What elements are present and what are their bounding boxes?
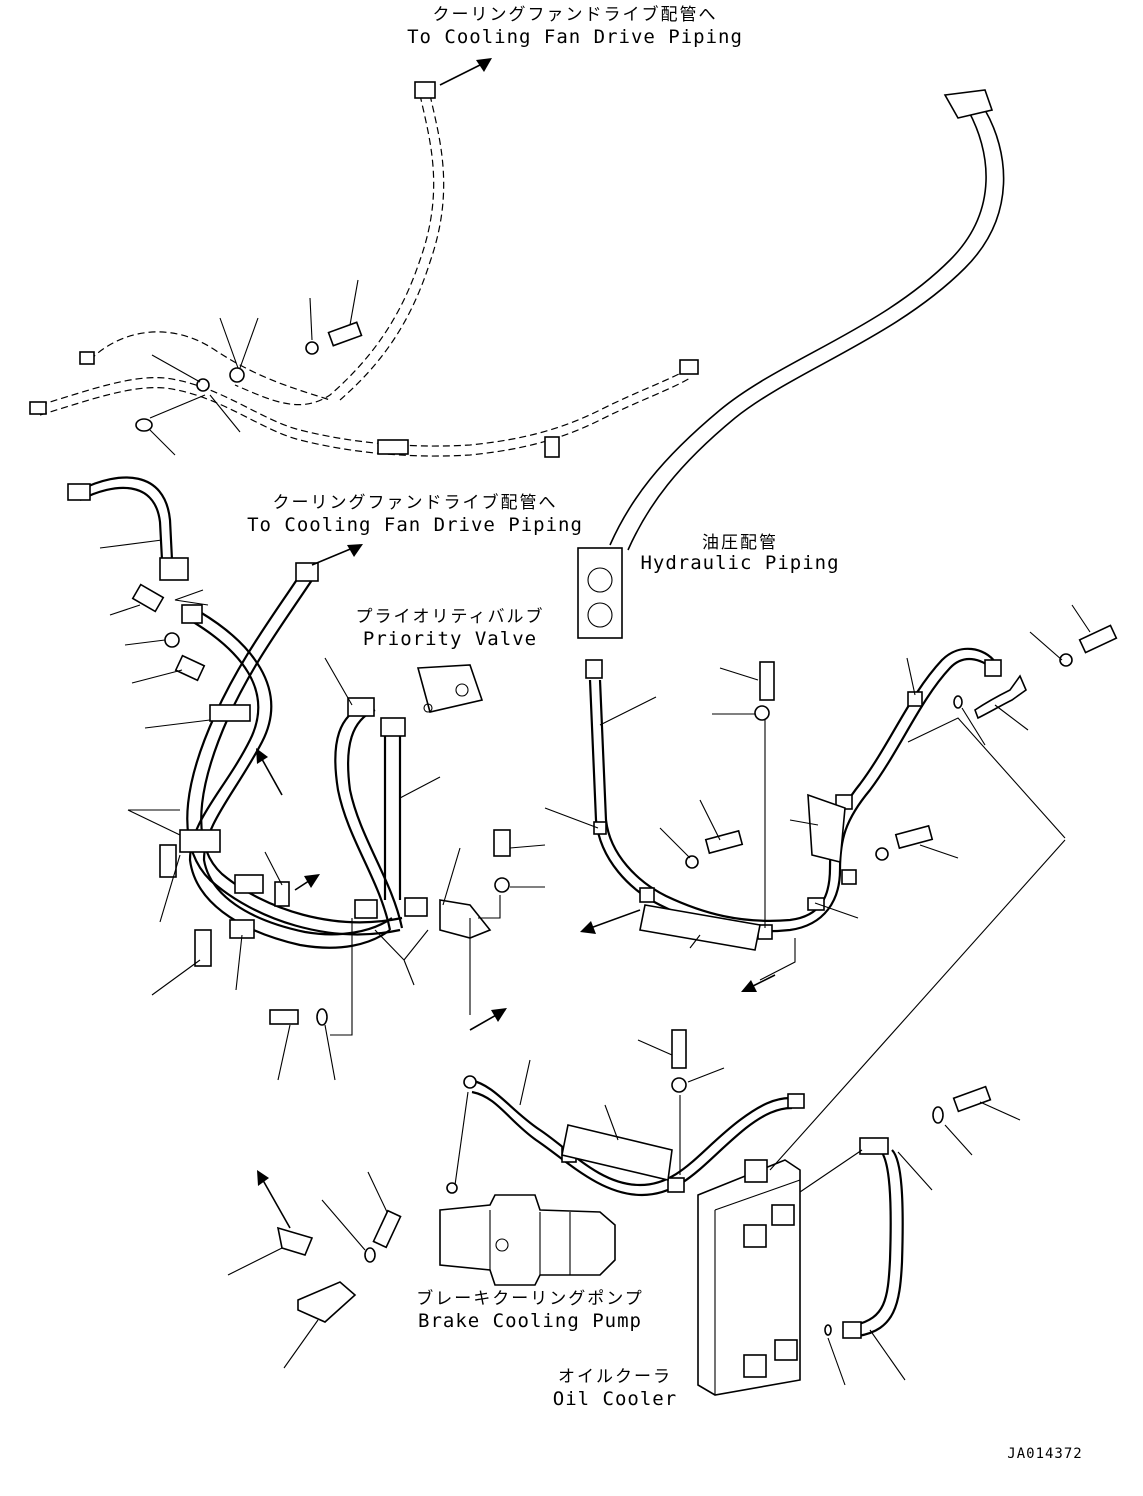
oil-cooler-label-jp: オイルクーラ [558,1367,672,1387]
clip-icon [276,1226,314,1256]
elbow-fitting-icon [347,697,375,717]
brake-cooling-pump-icon [439,1194,616,1286]
middle-left-hose-assembly [67,476,403,996]
bolt-icon [671,1029,687,1069]
bolt-icon [1078,624,1118,654]
upper-left-end-icon [79,351,95,365]
priority-valve-icon [416,664,484,713]
clamp-icon [179,829,221,853]
brake-cooling-pump-label-jp: ブレーキクーリングポンプ [416,1289,644,1309]
washer-icon [932,1106,944,1124]
washer-icon [494,877,510,893]
bolt-icon [952,1085,992,1113]
fitting-icon [744,1159,768,1183]
oil-cooler-assembly [697,839,1066,1396]
bracket-icon [274,881,290,907]
washer-icon [316,1008,328,1026]
lower-bracket-assembly [227,1170,402,1369]
top-fan-drive-label-en: To Cooling Fan Drive Piping [407,26,743,48]
fitting-icon [295,562,319,582]
fitting-icon [859,1137,889,1155]
upper-fan-hose-assembly [29,58,699,458]
fitting-icon [743,1354,767,1378]
elbow-fitting-icon [974,674,1027,720]
bracket-icon [439,899,492,939]
washer-icon [164,632,180,648]
o-ring-icon [446,1182,458,1194]
bracket-icon [377,439,409,455]
clamp-icon [807,897,825,911]
clamp-icon [639,887,655,903]
mid-fan-drive-label-en: To Cooling Fan Drive Piping [247,514,583,536]
bracket-icon [159,844,177,878]
fitting-icon [585,659,603,679]
clamp-icon [667,1177,685,1193]
clamp-icon [404,897,428,917]
hydraulic-hose-assembly [577,89,1005,639]
fitting-icon [67,483,91,501]
mid-fan-drive-label-jp: クーリングファンドライブ配管へ [272,493,558,513]
hydraulic-piping-label-jp: 油圧配管 [702,533,778,553]
bracket-icon [807,793,846,864]
fitting-icon [774,1339,798,1361]
clamp-icon [209,704,251,722]
bracket-icon [544,436,560,458]
bolt-icon [131,583,165,613]
washer-icon [305,341,319,355]
fitting-icon [984,659,1002,677]
top-fan-drive-label-jp: クーリングファンドライブ配管へ [432,5,718,25]
hydraulic-piping-label-en: Hydraulic Piping [640,552,840,574]
fitting-icon [181,604,203,624]
priority-valve-assembly [174,589,546,1081]
fitting-icon [463,1075,477,1089]
bracket-icon [639,904,761,951]
priority-valve-label-en: Priority Valve [362,628,538,650]
clamp-icon [229,367,245,383]
washer-icon [754,705,770,721]
bolt-icon [269,1009,299,1025]
bracket-icon [561,1124,673,1181]
priority-valve-label-jp: プライオリティバルブ [355,607,545,627]
upper-fitting-icon [414,81,436,99]
bolt-icon [759,661,775,701]
fitting-icon [787,1093,805,1109]
clamp-icon [841,869,857,885]
drawing-code: JA014372 [1007,1446,1083,1462]
bolt-icon [894,824,934,850]
washer-icon [135,418,153,432]
clamp-icon [907,691,923,707]
hydraulic-valve-block-icon [577,547,623,639]
washer-icon [1059,653,1073,667]
bolt-icon [704,829,744,855]
bracket-icon [174,654,206,682]
bracket-icon [194,929,212,967]
flange-icon [943,89,994,119]
connector-block-icon [159,557,189,581]
washer-icon [685,855,699,869]
brake-cooling-pump-label-en: Brake Cooling Pump [418,1310,642,1332]
right-middle-hose-assembly [544,604,1118,992]
bolt-icon [493,829,511,857]
fitting-icon [771,1204,795,1226]
fitting-icon [743,1224,767,1248]
bolt-icon [372,1209,402,1249]
upper-right-fitting-icon [679,359,699,375]
bolt-icon [327,321,363,347]
washer-icon [671,1077,687,1093]
o-ring-icon [953,695,963,709]
upper-left-fitting-icon [29,401,47,415]
clamp-icon [593,821,607,835]
oil-cooler-label-en: Oil Cooler [552,1388,678,1410]
brake-pump-assembly [439,1029,805,1286]
bracket-icon [297,1281,357,1323]
washer-icon [364,1247,376,1263]
fitting-icon [380,717,406,737]
clamp-icon [234,874,264,894]
washer-icon [875,847,889,861]
clamp-icon [354,899,378,919]
fitting-icon [842,1321,862,1339]
o-ring-icon [824,1324,832,1336]
